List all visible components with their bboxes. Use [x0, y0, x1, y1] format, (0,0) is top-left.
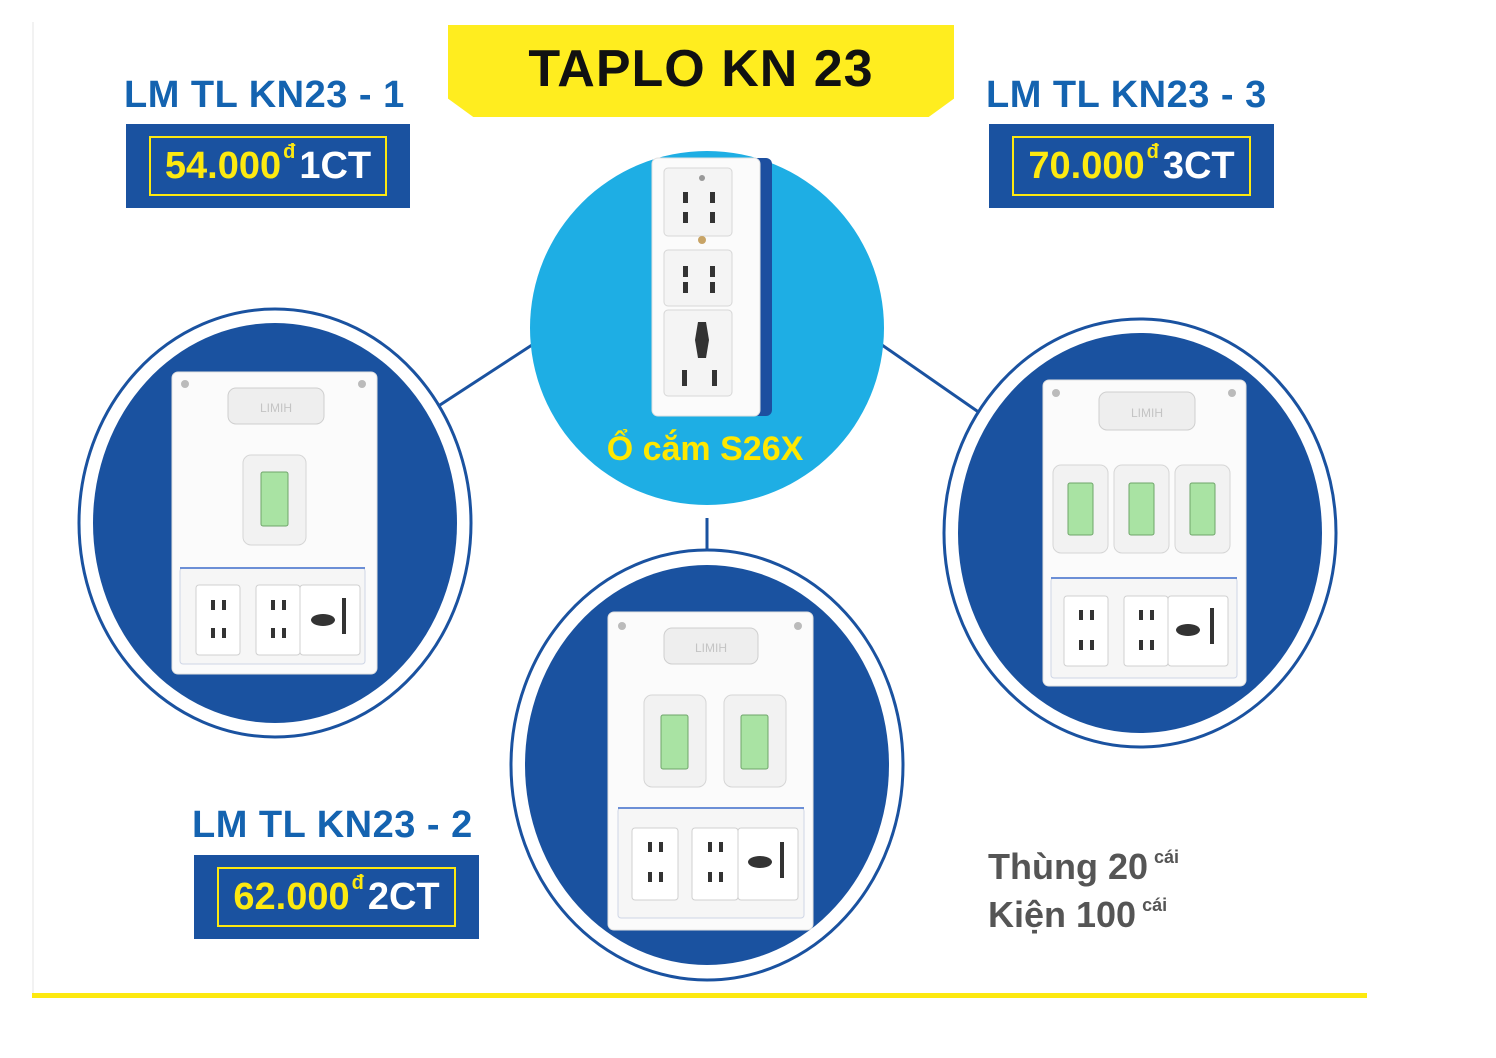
- svg-text:LIMIH: LIMIH: [260, 401, 292, 415]
- page-title: TAPLO KN 23: [528, 40, 874, 98]
- product-3-model: LM TL KN23 - 3: [986, 74, 1267, 116]
- product-1-currency: đ: [283, 140, 296, 163]
- product-1-quantity: 1CT: [299, 144, 372, 187]
- product-1-price-box: 54.000 đ 1CT: [126, 124, 410, 208]
- socket-s26x-image: [530, 151, 884, 505]
- title-banner: TAPLO KN 23: [448, 25, 954, 117]
- svg-text:LIMIH: LIMIH: [695, 641, 727, 655]
- product-2-currency: đ: [351, 871, 364, 894]
- product-2-price: 62.000: [233, 875, 350, 918]
- left-rule: [32, 22, 34, 997]
- product-3-price-frame: 70.000 đ 3CT: [1012, 136, 1251, 196]
- product-2-price-box: 62.000 đ 2CT: [194, 855, 479, 939]
- packaging-carton-count: Thùng 20: [988, 846, 1148, 887]
- svg-text:LIMIH: LIMIH: [1131, 406, 1163, 420]
- product-1-image: LIMIH: [77, 307, 473, 739]
- packaging-carton: Thùng 20 cái: [988, 846, 1179, 888]
- product-3-quantity: 3CT: [1162, 144, 1235, 187]
- socket-label: Ổ cắm S26X: [606, 430, 804, 468]
- connector-right: [881, 343, 991, 422]
- product-3-image: LIMIH: [942, 317, 1338, 749]
- product-3-price: 70.000: [1028, 144, 1145, 187]
- product-2-image: LIMIH: [509, 548, 905, 982]
- bottom-rule: [32, 993, 1367, 998]
- product-2-model: LM TL KN23 - 2: [192, 804, 473, 846]
- packaging-carton-unit: cái: [1154, 847, 1180, 867]
- product-2-price-frame: 62.000 đ 2CT: [217, 867, 456, 927]
- product-2-quantity: 2CT: [367, 875, 440, 918]
- packaging-bale-count: Kiện 100: [988, 894, 1137, 935]
- product-3-currency: đ: [1146, 140, 1159, 163]
- product-1-model: LM TL KN23 - 1: [124, 74, 405, 116]
- packaging-bale-unit: cái: [1142, 895, 1168, 915]
- product-3-price-box: 70.000 đ 3CT: [989, 124, 1274, 208]
- product-1-price-frame: 54.000 đ 1CT: [148, 136, 388, 196]
- product-1-price: 54.000: [164, 144, 282, 187]
